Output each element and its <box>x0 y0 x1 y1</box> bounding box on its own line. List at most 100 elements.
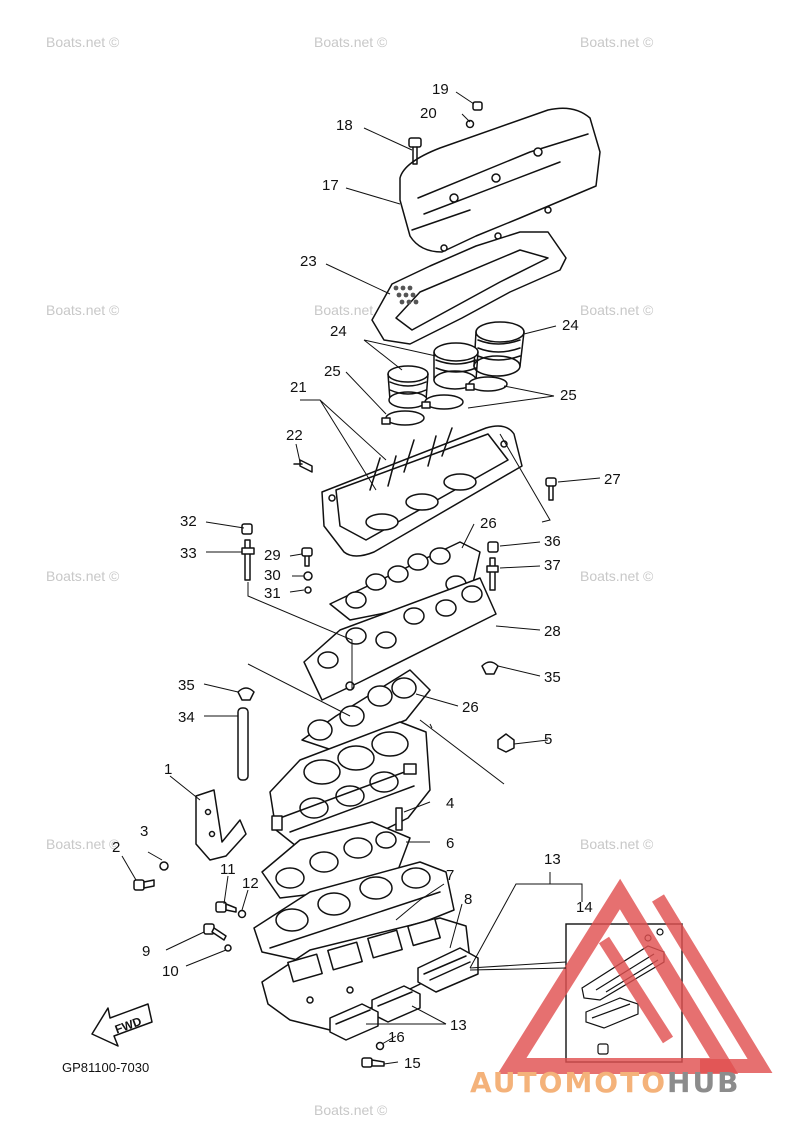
callout-number: 24 <box>562 317 579 334</box>
callout-number: 21 <box>290 379 307 396</box>
bracket-part <box>195 789 247 861</box>
cover-gasket-part <box>371 231 567 345</box>
brand-logo-icon <box>497 878 773 1074</box>
callout-number: 5 <box>544 731 552 748</box>
screw-part <box>361 1057 385 1068</box>
callout-number: 12 <box>242 875 259 892</box>
hose-clamp-part <box>421 394 464 410</box>
small-screw-part <box>472 101 483 111</box>
callout-number: 27 <box>604 471 621 488</box>
washer-part <box>159 861 169 871</box>
bolt-part <box>215 901 237 913</box>
callout-number: 4 <box>446 795 454 812</box>
callout-number: 30 <box>264 567 281 584</box>
reed-block-part <box>417 947 479 993</box>
callout-number: 23 <box>300 253 317 270</box>
diagram-code: GP81100-7030 <box>62 1060 149 1075</box>
clip-part <box>237 687 255 701</box>
watermark: Boats.net © <box>580 568 654 584</box>
brand-wordmark: AUTOMOTOHUB <box>470 1066 741 1099</box>
velocity-stack-part <box>433 342 479 390</box>
silencer-case-part <box>321 425 523 557</box>
gasket-part <box>261 821 411 899</box>
callout-number: 16 <box>388 1029 405 1046</box>
callout-number: 10 <box>162 963 179 980</box>
carburetor-assembly <box>269 721 431 847</box>
callout-number: 3 <box>140 823 148 840</box>
callout-number: 1 <box>164 761 172 778</box>
callout-number: 35 <box>178 677 195 694</box>
callout-number: 17 <box>322 177 339 194</box>
stud-part <box>395 807 403 831</box>
nut-part <box>241 523 253 535</box>
nozzle-fitting-part <box>293 459 313 473</box>
watermark: Boats.net © <box>314 34 388 50</box>
callout-number: 29 <box>264 547 281 564</box>
hose-clamp-part <box>465 376 508 392</box>
callout-number: 32 <box>180 513 197 530</box>
washer-part <box>465 119 475 129</box>
washer-part <box>303 571 313 581</box>
callout-number: 20 <box>420 105 437 122</box>
bolt-part <box>545 477 557 501</box>
nut-part <box>497 733 515 753</box>
callout-number: 35 <box>544 669 561 686</box>
callout-number: 13 <box>544 851 561 868</box>
callout-number: 34 <box>178 709 195 726</box>
hose-clamp-part <box>381 410 425 426</box>
callout-number: 28 <box>544 623 561 640</box>
callout-number: 19 <box>432 81 449 98</box>
watermark: Boats.net © <box>314 1102 388 1118</box>
callout-number: 22 <box>286 427 303 444</box>
callout-number: 7 <box>446 867 454 884</box>
reed-block-part <box>329 1003 379 1041</box>
washer-part <box>237 909 247 919</box>
callout-number: 26 <box>480 515 497 532</box>
washer-part <box>375 1041 385 1051</box>
watermark: Boats.net © <box>314 302 388 318</box>
stud-part <box>486 557 499 591</box>
watermark: Boats.net © <box>46 836 120 852</box>
screen-mesh-part <box>393 285 419 305</box>
gasket-part <box>301 669 431 751</box>
brand-name-part1: AUTOMOTO <box>470 1066 668 1099</box>
brand-name-part2: HUB <box>667 1066 741 1099</box>
dowel-pin-part <box>237 707 249 781</box>
intake-manifold-part <box>253 861 455 961</box>
callout-number: 14 <box>576 899 593 916</box>
callout-number: 13 <box>450 1017 467 1034</box>
nut-part <box>487 541 499 553</box>
washer-part <box>224 944 232 952</box>
callout-number: 8 <box>464 891 472 908</box>
clip-part <box>481 661 499 675</box>
callout-number: 36 <box>544 533 561 550</box>
velocity-stack-part <box>473 321 525 377</box>
callout-number: 11 <box>220 861 236 878</box>
callout-number: 37 <box>544 557 561 574</box>
bolt-part <box>203 923 227 941</box>
watermark: Boats.net © <box>580 34 654 50</box>
leader-lines <box>121 91 601 1065</box>
callout-number: 2 <box>112 839 120 856</box>
callout-labels: 19 20 18 17 23 24 24 25 25 21 22 27 32 3… <box>112 81 621 1072</box>
cover-bolt-part <box>408 137 422 165</box>
watermark: Boats.net © <box>46 34 120 50</box>
washer-part <box>304 586 312 594</box>
callout-number: 25 <box>324 363 341 380</box>
callout-number: 26 <box>462 699 479 716</box>
callout-number: 33 <box>180 545 197 562</box>
watermark: Boats.net © <box>580 302 654 318</box>
fwd-arrow-icon <box>91 1003 153 1047</box>
callout-number: 15 <box>404 1055 421 1072</box>
callout-number: 9 <box>142 943 150 960</box>
bolt-part <box>133 879 155 891</box>
reed-valve-housing-part <box>261 917 471 1031</box>
callout-number: 18 <box>336 117 353 134</box>
bolt-part <box>301 547 313 567</box>
velocity-stack-part <box>387 365 429 409</box>
callout-number: 6 <box>446 835 454 852</box>
callout-number: 24 <box>330 323 347 340</box>
callout-number: 25 <box>560 387 577 404</box>
watermark: Boats.net © <box>46 568 120 584</box>
